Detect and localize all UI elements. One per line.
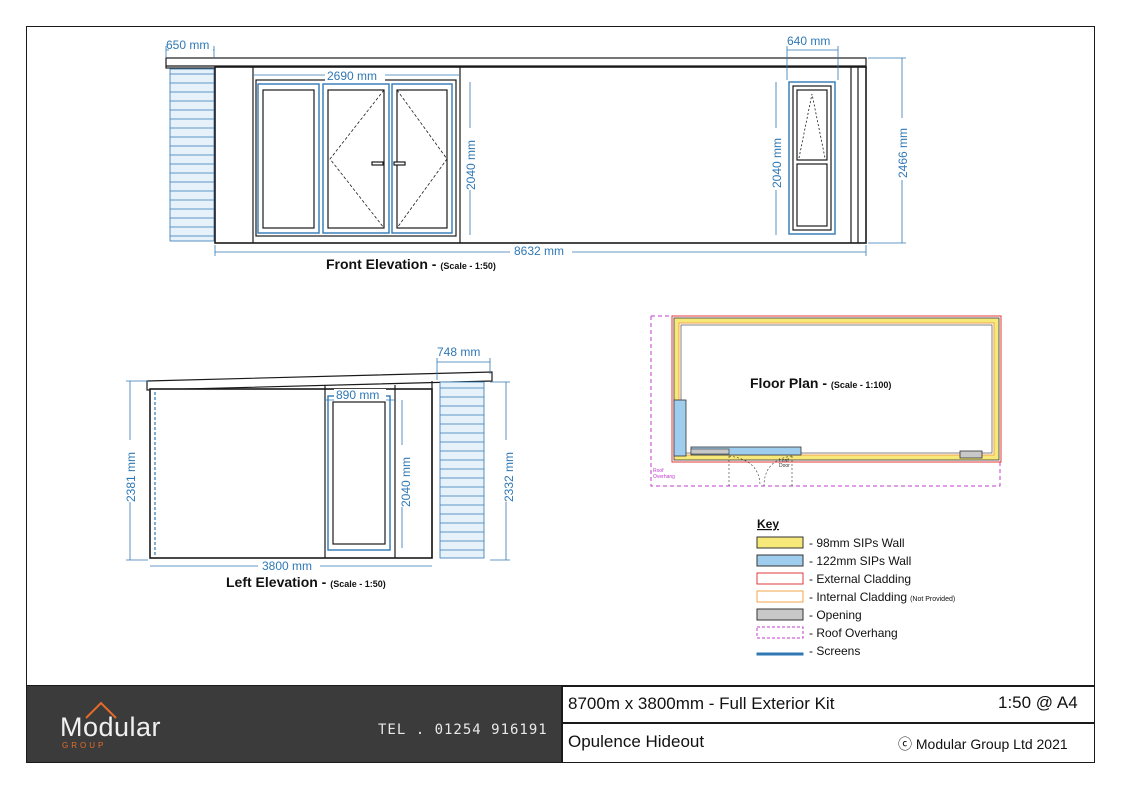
front-elevation-title: Front Elevation - (Scale - 1:50) — [326, 256, 496, 272]
front-elevation — [165, 57, 867, 244]
drawing-frame — [26, 26, 1095, 763]
project-name: Opulence Hideout — [568, 732, 705, 751]
drawing-scale: 1:50 @ A4 — [998, 693, 1078, 712]
floor-plan — [650, 315, 1002, 488]
copyright-notice: ⓒ Modular Group Ltd 2021 — [898, 736, 1068, 752]
front-total-height-dim: 2466 mm — [896, 128, 910, 178]
front-window-width-dim: 640 mm — [787, 34, 830, 48]
floor-plan-label-overhang: Overhang — [653, 474, 675, 480]
company-logo: Modular — [60, 712, 162, 742]
left-door-width-dim: 890 mm — [336, 388, 379, 402]
key-swatch — [756, 554, 804, 567]
floor-plan-label-door: Door — [779, 463, 790, 469]
key: Key - 98mm SIPs Wall - 122mm SIPs Wall - E… — [756, 517, 955, 658]
title-block-divider-h — [562, 722, 1094, 724]
key-swatch — [756, 536, 804, 549]
key-title: Key — [757, 517, 779, 531]
project-title: 8700m x 3800mm - Full Exterior Kit — [568, 694, 835, 713]
left-door-height-dim: 2040 mm — [399, 457, 413, 507]
title-block-top-rule — [27, 685, 1094, 687]
company-logo-sub: GROUP — [62, 741, 107, 750]
key-swatch — [756, 590, 804, 603]
title-block-brand-panel — [27, 686, 562, 762]
key-label: - 122mm SIPs Wall — [809, 554, 911, 568]
floor-plan-label-leaf: Leaf — [779, 458, 789, 464]
company-phone: TEL . 01254 916191 — [378, 722, 548, 738]
front-total-length-dim: 8632 mm — [514, 244, 564, 258]
key-label: - Screens — [809, 644, 860, 658]
key-label: - 98mm SIPs Wall — [809, 536, 905, 550]
front-window-height-dim: 2040 mm — [770, 138, 784, 188]
key-label: - Opening — [809, 608, 862, 622]
front-door-width-dim: 2690 mm — [327, 69, 377, 83]
floor-plan-title: Floor Plan - (Scale - 1:100) — [750, 375, 891, 391]
left-elevation — [146, 371, 493, 559]
left-height-right-dim: 2332 mm — [502, 452, 516, 502]
key-label: - External Cladding — [809, 572, 911, 586]
key-swatch — [756, 572, 804, 585]
left-width-dim: 3800 mm — [262, 559, 312, 573]
key-swatch — [756, 626, 804, 639]
left-overhang-dim: 748 mm — [437, 345, 480, 359]
key-label: - Roof Overhang — [809, 626, 898, 640]
key-swatch — [756, 608, 804, 621]
front-door-height-dim: 2040 mm — [464, 140, 478, 190]
key-swatch — [756, 652, 804, 656]
left-elevation-title: Left Elevation - (Scale - 1:50) — [226, 574, 386, 590]
floor-plan-label-roof: Roof — [653, 468, 664, 474]
title-block-divider-v — [561, 686, 563, 762]
front-overhang-dim: 650 mm — [166, 38, 209, 52]
left-height-left-dim: 2381 mm — [124, 452, 138, 502]
